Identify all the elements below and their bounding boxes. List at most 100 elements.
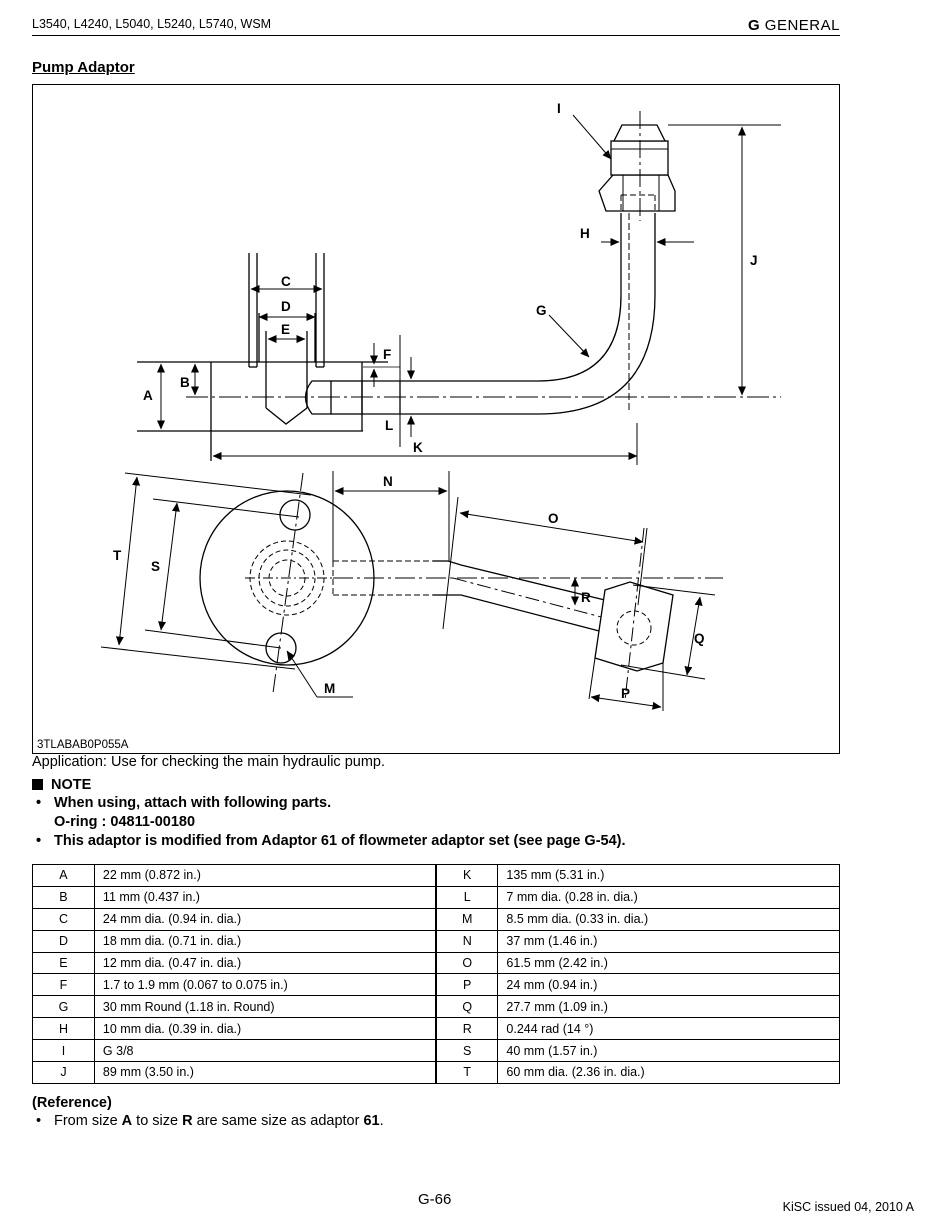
side-view-dimensions [157,114,781,465]
spec-label: O [435,951,499,975]
spec-value: 10 mm dia. (0.39 in. dia.) [93,1017,437,1041]
spec-label: B [32,885,95,909]
reference-heading: (Reference) [32,1095,112,1111]
bullet-icon: • [36,1113,42,1129]
top-view-dimensions [100,471,716,711]
spec-label: J [32,1061,95,1084]
spec-value: 89 mm (3.50 in.) [93,1061,437,1084]
spec-label: A [32,864,95,887]
pump-adaptor-figure: A B C D E F G H I J K L M N O P Q R S T … [32,84,840,754]
callout-e: E [281,322,290,337]
spec-label: L [435,885,499,909]
callout-q: Q [694,631,705,646]
spec-value: 12 mm dia. (0.47 in. dia.) [93,951,437,975]
callout-m: M [324,681,335,696]
header-rule [32,35,840,36]
spec-value: 7 mm dia. (0.28 in. dia.) [497,885,840,909]
side-view [137,111,781,461]
callout-c: C [281,274,291,289]
section-letter: G [747,17,761,34]
callout-r: R [581,590,591,605]
callout-j: J [750,253,758,268]
spec-value: 11 mm (0.437 in.) [93,885,437,909]
note-heading-label: NOTE [51,777,92,793]
callout-labels: A B C D E F G H I J K L M N O P Q R S T [113,101,758,701]
bullet-icon: • [36,833,42,849]
spec-label: P [435,973,499,997]
spec-label: R [435,1017,499,1041]
spec-label: F [32,973,95,997]
callout-b: B [180,375,190,390]
spec-label: K [435,864,499,887]
callout-o: O [548,511,559,526]
spec-label: D [32,929,95,953]
header-section: G GENERAL [748,17,840,34]
spec-label: E [32,951,95,975]
spec-label: Q [435,995,499,1019]
pump-adaptor-drawing: A B C D E F G H I J K L M N O P Q R S T [100,101,781,711]
spec-value: 60 mm dia. (2.36 in. dia.) [497,1061,840,1084]
spec-value: 24 mm (0.94 in.) [497,973,840,997]
callout-g: G [536,303,547,318]
application-text: Application: Use for checking the main h… [32,754,386,770]
callout-p: P [621,686,630,701]
spec-value: 24 mm dia. (0.94 in. dia.) [93,907,437,931]
page-number: G-66 [418,1191,452,1208]
section-name: GENERAL [764,17,840,34]
bullet-icon: • [36,795,42,811]
spec-label: N [435,929,499,953]
spec-value: 8.5 mm dia. (0.33 in. dia.) [497,907,840,931]
spec-label: C [32,907,95,931]
issued-note: KiSC issued 04, 2010 A [782,1200,914,1214]
callout-h: H [580,226,590,241]
note-item-2: • This adaptor is modified from Adaptor 6… [36,833,626,849]
callout-a: A [143,388,153,403]
callout-n: N [383,474,393,489]
spec-value: 27.7 mm (1.09 in.) [497,995,840,1019]
note-heading: NOTE [32,777,91,793]
callout-t: T [113,548,122,563]
reference-item: •From size A to size R are same size as … [36,1113,384,1129]
note-item-1: • When using, attach with following parts… [36,795,331,811]
callout-k: K [413,440,423,455]
spec-value: 18 mm dia. (0.71 in. dia.) [93,929,437,953]
figure-code: 3TLABAB0P055A [37,739,129,751]
section-title: Pump Adaptor [32,59,135,76]
callout-l: L [385,418,393,433]
spec-value: 61.5 mm (2.42 in.) [497,951,840,975]
spec-label: T [435,1061,499,1084]
spec-value: 37 mm (1.46 in.) [497,929,840,953]
note-oring: O-ring : 04811-00180 [54,814,196,830]
spec-label: I [32,1039,95,1063]
spec-value: 30 mm Round (1.18 in. Round) [93,995,437,1019]
callout-s: S [151,559,160,574]
header-models: L3540, L4240, L5040, L5240, L5740, WSM [32,17,272,31]
top-view [199,472,723,701]
note-square-icon [32,779,43,790]
callout-d: D [281,299,291,314]
callout-f: F [383,347,391,362]
spec-value: 40 mm (1.57 in.) [497,1039,840,1063]
note-item-1-text: When using, attach with following parts. [54,795,332,811]
spec-value: 135 mm (5.31 in.) [497,864,840,887]
spec-value: G 3/8 [93,1039,437,1063]
callout-i: I [557,101,561,116]
spec-label: H [32,1017,95,1041]
note-item-2-text: This adaptor is modified from Adaptor 61… [54,833,626,849]
spec-label: G [32,995,95,1019]
spec-label: M [435,907,499,931]
spec-value: 22 mm (0.872 in.) [93,864,437,887]
spec-label: S [435,1039,499,1063]
spec-value: 0.244 rad (14 °) [497,1017,840,1041]
